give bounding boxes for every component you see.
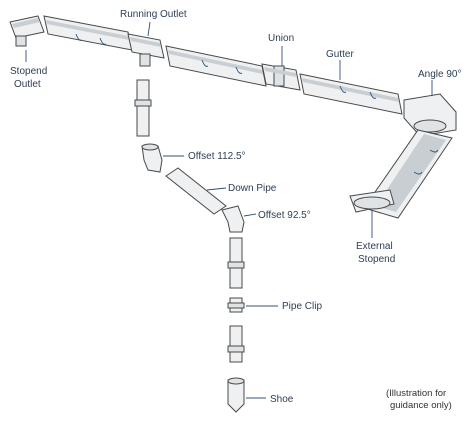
- guidance-note-line2: guidance only): [390, 400, 452, 411]
- gutter-segment-1: [43, 15, 133, 51]
- gutter-segment-3: [299, 73, 403, 115]
- label-down-pipe: Down Pipe: [228, 183, 277, 194]
- angle-90-part: [403, 93, 457, 137]
- shoe-part: [227, 377, 245, 413]
- stopend-outlet-part: [9, 15, 45, 47]
- running-outlet-part: [127, 33, 165, 67]
- label-running-outlet: Running Outlet: [120, 9, 187, 20]
- label-pipe-clip: Pipe Clip: [282, 301, 322, 312]
- label-shoe: Shoe: [270, 394, 294, 405]
- pipe-clip-part: [227, 297, 245, 313]
- guidance-note-line1: (Illustration for: [386, 388, 446, 399]
- label-gutter: Gutter: [326, 49, 354, 60]
- leader-offset-92: [243, 213, 257, 217]
- label-external-stopend-line2: Stopend: [358, 254, 395, 265]
- union-part: [261, 63, 301, 91]
- offset-92-part: [221, 205, 245, 233]
- downpipe-upper: [134, 79, 152, 137]
- label-stopend-outlet-line2: Outlet: [14, 79, 41, 90]
- label-union: Union: [268, 33, 294, 44]
- external-stopend-part: [349, 189, 395, 213]
- downpipe-assembly: [134, 79, 245, 413]
- downpipe-lower-2: [227, 325, 245, 363]
- gutter-segment-2: [165, 45, 267, 87]
- leader-running-outlet: [147, 21, 151, 37]
- offset-112-part: [141, 143, 163, 173]
- label-angle-90: Angle 90°: [418, 69, 461, 80]
- label-offset-92: Offset 92.5°: [258, 210, 311, 221]
- label-offset-112: Offset 112.5°: [188, 151, 246, 162]
- downpipe-diagonal: [165, 167, 227, 215]
- label-stopend-outlet-line1: Stopend: [10, 66, 47, 77]
- gutter-run: [9, 15, 403, 115]
- leader-down-pipe: [206, 187, 227, 191]
- downpipe-lower-1: [227, 237, 245, 289]
- label-external-stopend-line1: External: [356, 241, 393, 252]
